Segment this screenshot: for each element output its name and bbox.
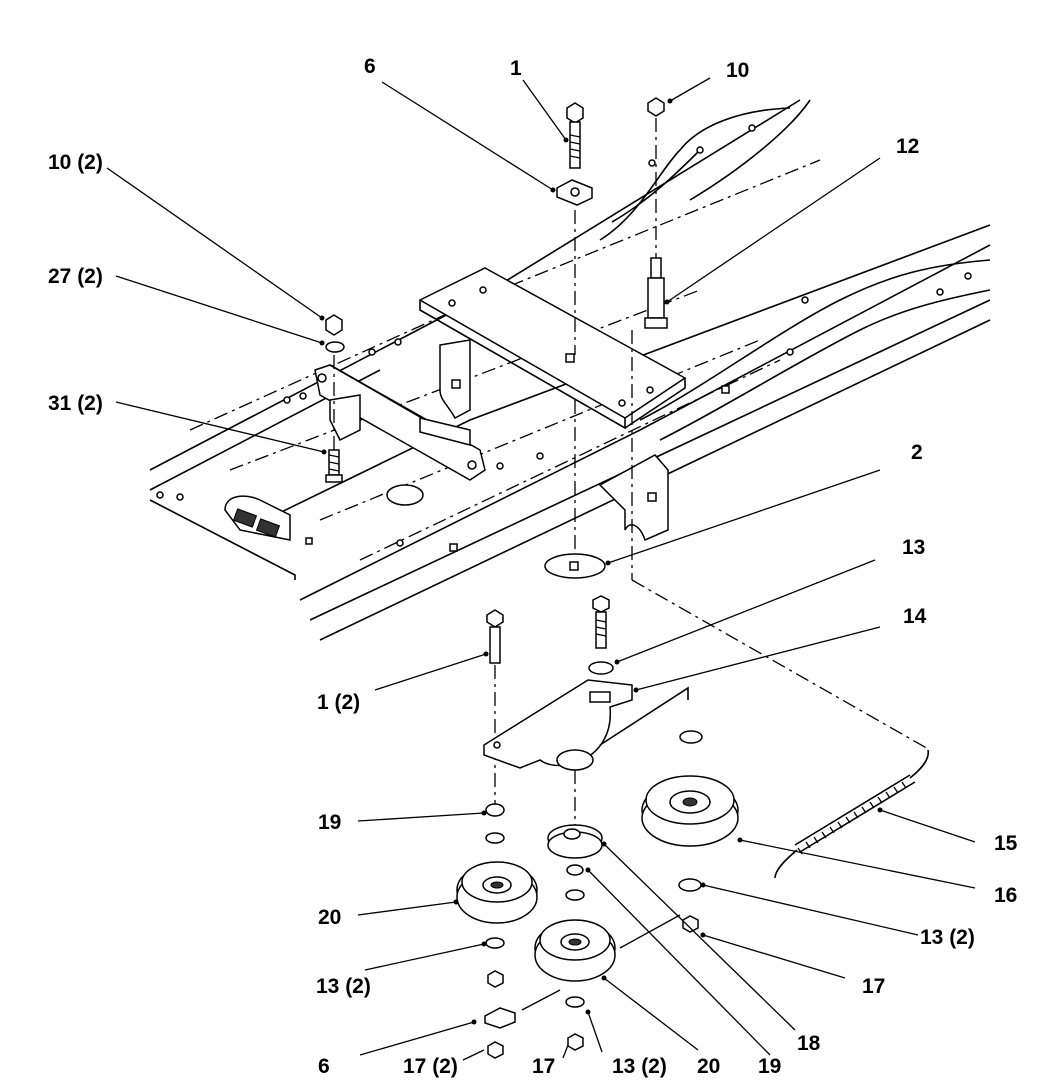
callout-14: 14 (903, 605, 927, 628)
right-gusset (396, 124, 972, 552)
callout-27x2: 27 (2) (48, 265, 103, 288)
callout-13x2-bottom: 13 (2) (612, 1055, 667, 1078)
callout-12: 12 (896, 135, 920, 158)
callout-2: 2 (911, 441, 923, 464)
callout-6-bottom: 6 (318, 1055, 330, 1078)
callout-13x2-left: 13 (2) (316, 975, 371, 998)
callout-13x2-right: 13 (2) (920, 926, 975, 949)
idler-assembly (456, 330, 931, 1059)
callout-19-left: 19 (318, 811, 342, 834)
callout-10x2: 10 (2) (48, 151, 103, 174)
callout-17-right: 17 (862, 975, 886, 998)
callout-1-top: 1 (510, 57, 522, 80)
left-bracket (156, 338, 486, 545)
callout-6-top: 6 (364, 55, 376, 78)
top-hardware (325, 97, 668, 483)
callout-17-bottom: 17 (532, 1055, 556, 1078)
callout-20-left: 20 (318, 906, 342, 929)
center-plate (418, 267, 687, 430)
leader-lines (106, 77, 976, 1061)
callout-10-top: 10 (726, 59, 750, 82)
callout-19-bottom: 19 (758, 1055, 782, 1078)
callout-31x2: 31 (2) (48, 392, 103, 415)
callout-15: 15 (994, 832, 1018, 855)
callout-20-bottom: 20 (697, 1055, 721, 1078)
callout-17x2: 17 (2) (403, 1055, 458, 1078)
callout-1x2: 1 (2) (317, 691, 361, 714)
callout-18: 18 (797, 1032, 821, 1055)
callout-13: 13 (902, 536, 926, 559)
callout-16: 16 (994, 884, 1018, 907)
